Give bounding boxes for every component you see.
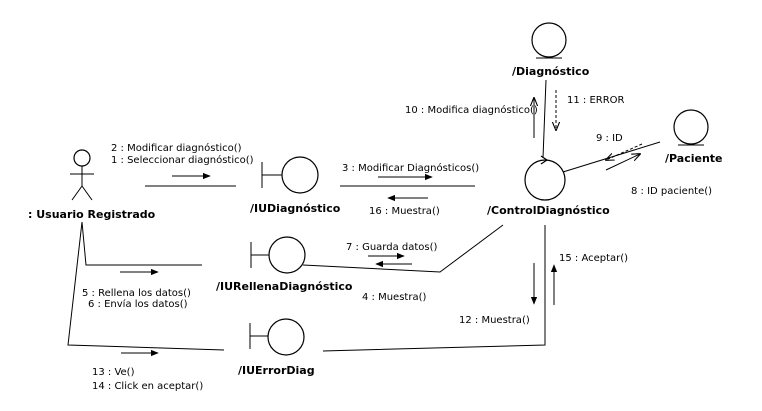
msg-10-label: 10 : Modifica diagnóstico() [405,104,538,116]
msg-11-label: 11 : ERROR [567,95,625,106]
message-arrows [120,90,643,357]
control-name: /ControlDiagnóstico [487,204,610,217]
msg-13-label: 13 : Ve() [92,367,135,378]
actor-usuario-registrado[interactable] [70,149,94,201]
msg-7-label: 7 : Guarda datos() [346,242,438,253]
msg-16-label: 16 : Muestra() [369,206,440,217]
msg-1-label: 1 : Seleccionar diagnóstico() [111,154,254,166]
boundary-iu-rellena-diagnostico[interactable] [250,236,306,274]
iu-error-name: /IUErrorDiag [238,364,315,377]
msg-3-label: 3 : Modificar Diagnósticos() [342,162,479,174]
control-diagnostico[interactable] [524,155,566,201]
boundary-iu-diagnostico[interactable] [261,156,319,194]
paciente-name: /Paciente [665,152,723,165]
links [67,79,661,352]
msg-15-label: 15 : Aceptar() [559,253,628,264]
msg-6-label: 6 : Envía los datos() [88,298,188,310]
msg-12-label: 12 : Muestra() [459,315,530,326]
boundary-iu-error-diag[interactable] [249,318,305,356]
iu-rellena-name: /IURellenaDiagnóstico [216,280,353,293]
msg-14-label: 14 : Click en aceptar() [92,381,203,392]
diagnostico-name: /Diagnóstico [512,65,590,78]
entity-diagnostico[interactable] [531,22,567,59]
iu-diagnostico-name: /IUDiagnóstico [250,202,341,215]
actor-name: : Usuario Registrado [28,208,156,221]
msg-9-label: 9 : ID [596,133,623,144]
entity-paciente[interactable] [673,109,709,146]
msg-5-label: 5 : Rellena los datos() [82,288,191,299]
msg-4-label: 4 : Muestra() [362,292,426,303]
msg-8-label: 8 : ID paciente() [631,186,712,197]
msg-2-label: 2 : Modificar diagnóstico() [111,142,242,154]
